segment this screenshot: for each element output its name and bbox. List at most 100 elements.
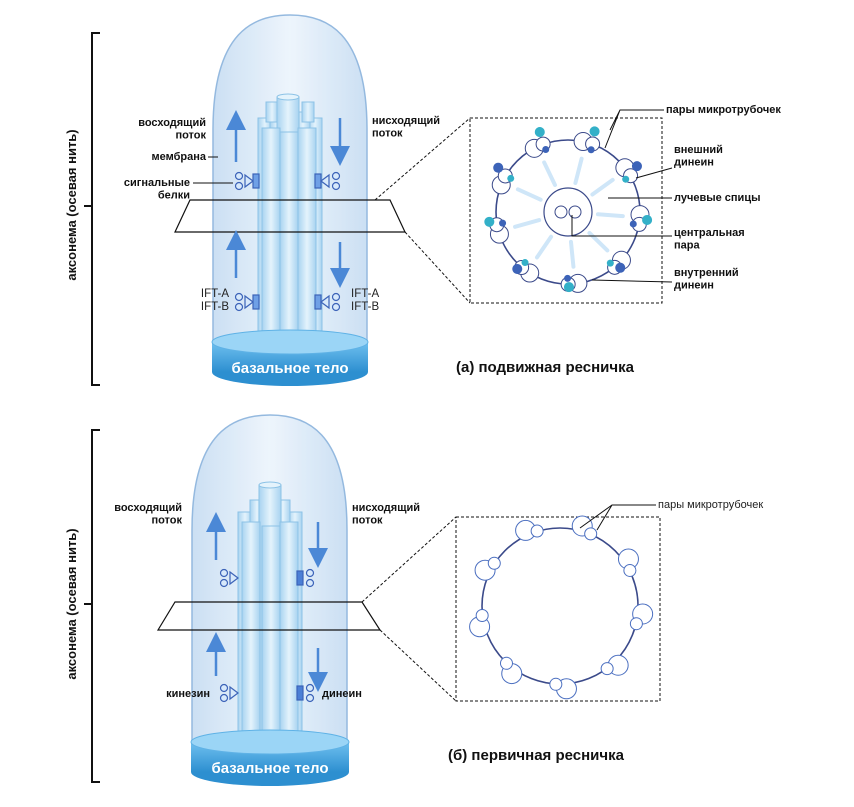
radial-spoke bbox=[595, 212, 625, 219]
ift-complex-a-lower-right bbox=[314, 292, 341, 312]
zoom-line-b-bottom bbox=[379, 629, 457, 702]
microtubule-doublet bbox=[615, 158, 642, 184]
outer-dynein-arm bbox=[642, 214, 653, 225]
microtubule-doublet bbox=[617, 548, 639, 577]
microtubule-doublet bbox=[560, 273, 588, 293]
zoom-line-a-top bbox=[374, 117, 471, 201]
kinesin-label-b: кинезин bbox=[166, 688, 210, 700]
central-microtubule-left bbox=[554, 205, 568, 219]
caption-a: (а) подвижная ресничка bbox=[456, 359, 635, 376]
zoom-line-b-top bbox=[361, 516, 457, 603]
dynein-label-b: динеин bbox=[322, 688, 362, 700]
inner-dynein-arm bbox=[629, 220, 637, 228]
microtubule-doublet bbox=[573, 126, 601, 154]
basal-body-label-b: базальное тело bbox=[211, 760, 328, 777]
inner-dynein-arm bbox=[507, 174, 515, 182]
outer-dynein-arm bbox=[589, 126, 600, 137]
basal-body-b bbox=[190, 729, 350, 755]
panel-b: аксонема (осевая нить) базальное тело bbox=[64, 414, 763, 786]
inner-dynein-arm bbox=[606, 259, 614, 267]
axoneme-label-b: аксонема (осевая нить) bbox=[64, 528, 79, 679]
outer-dynein-arm bbox=[493, 162, 504, 173]
ift-complex-a-upper-left bbox=[234, 171, 260, 191]
inner-dynein-arm bbox=[622, 175, 630, 183]
outer-dynein-arm bbox=[615, 262, 626, 273]
caption-b: (б) первичная ресничка bbox=[448, 747, 625, 764]
inner-dynein-arm bbox=[587, 146, 595, 154]
membrane-label-a: мембрана bbox=[152, 151, 207, 163]
zoom-line-a-bottom bbox=[404, 231, 471, 304]
central-sheath bbox=[543, 187, 593, 237]
microtubule-doublet bbox=[629, 205, 653, 232]
microtubule-doublet bbox=[549, 677, 577, 700]
axoneme-bracket-b bbox=[84, 429, 100, 783]
inner-dynein-arm bbox=[542, 145, 550, 153]
doublets-label-a: пары микротрубочек bbox=[666, 104, 781, 116]
radial-spoke bbox=[568, 239, 576, 269]
microtubule-doublet bbox=[606, 250, 631, 275]
basal-body-a bbox=[211, 329, 369, 355]
outer-dynein-leader-a bbox=[635, 167, 673, 179]
panel-a: аксонема (осевая нить) базальное тело bbox=[64, 14, 781, 386]
inner-dynein-arm bbox=[521, 259, 529, 267]
central-pair-leader-a bbox=[571, 215, 672, 237]
dynein-cargo-b-lower bbox=[296, 683, 315, 703]
radial-spoke bbox=[515, 187, 543, 202]
cut-plane-a bbox=[174, 199, 406, 233]
outer-dynein-arm bbox=[512, 263, 523, 274]
cross-section-box-b bbox=[455, 516, 661, 702]
cross-section-primary bbox=[469, 515, 654, 700]
dynein-cargo-b-upper bbox=[296, 568, 315, 588]
microtubule-doublet bbox=[524, 127, 551, 158]
microtubule-doublet bbox=[600, 654, 629, 676]
doublets-leader-b bbox=[579, 504, 656, 531]
kinesin-cargo-b-upper bbox=[219, 568, 239, 588]
microtubule-doublet bbox=[474, 556, 501, 581]
microtubule-doublet bbox=[629, 603, 654, 631]
outer-dynein-arm bbox=[563, 282, 574, 293]
axoneme-microtubules-a bbox=[257, 93, 323, 355]
radial-spoke bbox=[542, 160, 558, 187]
microtubule-doublet bbox=[499, 656, 523, 685]
radial-spoke bbox=[513, 218, 542, 229]
axoneme-label-a: аксонема (осевая нить) bbox=[64, 129, 79, 280]
kinesin-cargo-b-lower bbox=[219, 683, 239, 703]
inner-dynein-arm bbox=[499, 219, 507, 227]
radial-spoke bbox=[573, 156, 584, 185]
axoneme-bracket-a bbox=[84, 32, 100, 386]
doublets-leader-a bbox=[604, 109, 664, 149]
central-microtubule-right bbox=[568, 205, 582, 219]
microtubule-doublet bbox=[512, 259, 540, 283]
microtubule-doublet bbox=[571, 515, 598, 541]
radial-spoke bbox=[534, 234, 554, 260]
inner-dynein-arm bbox=[564, 274, 572, 282]
radial-spokes-label-a: лучевые спицы bbox=[674, 192, 760, 204]
ift-complex-a-lower-left bbox=[234, 292, 260, 312]
radial-spoke bbox=[590, 177, 615, 197]
inner-dynein-leader-a bbox=[591, 279, 673, 283]
cross-section-motile bbox=[484, 126, 653, 293]
ift-complex-a-upper-right bbox=[314, 171, 341, 191]
basal-body-label-a: базальное тело bbox=[231, 360, 348, 377]
microtubule-doublet bbox=[491, 162, 515, 195]
outer-dynein-arm bbox=[631, 161, 642, 172]
outer-dynein-arm bbox=[534, 127, 545, 138]
cross-section-box-a bbox=[469, 117, 663, 304]
axoneme-microtubules-b bbox=[237, 481, 303, 751]
microtubule-doublet bbox=[469, 608, 491, 638]
microtubule-doublet bbox=[515, 519, 544, 541]
microtubule-doublet bbox=[484, 216, 509, 244]
outer-dynein-arm bbox=[484, 216, 495, 227]
doublets-label-b: пары микротрубочек bbox=[658, 499, 763, 511]
